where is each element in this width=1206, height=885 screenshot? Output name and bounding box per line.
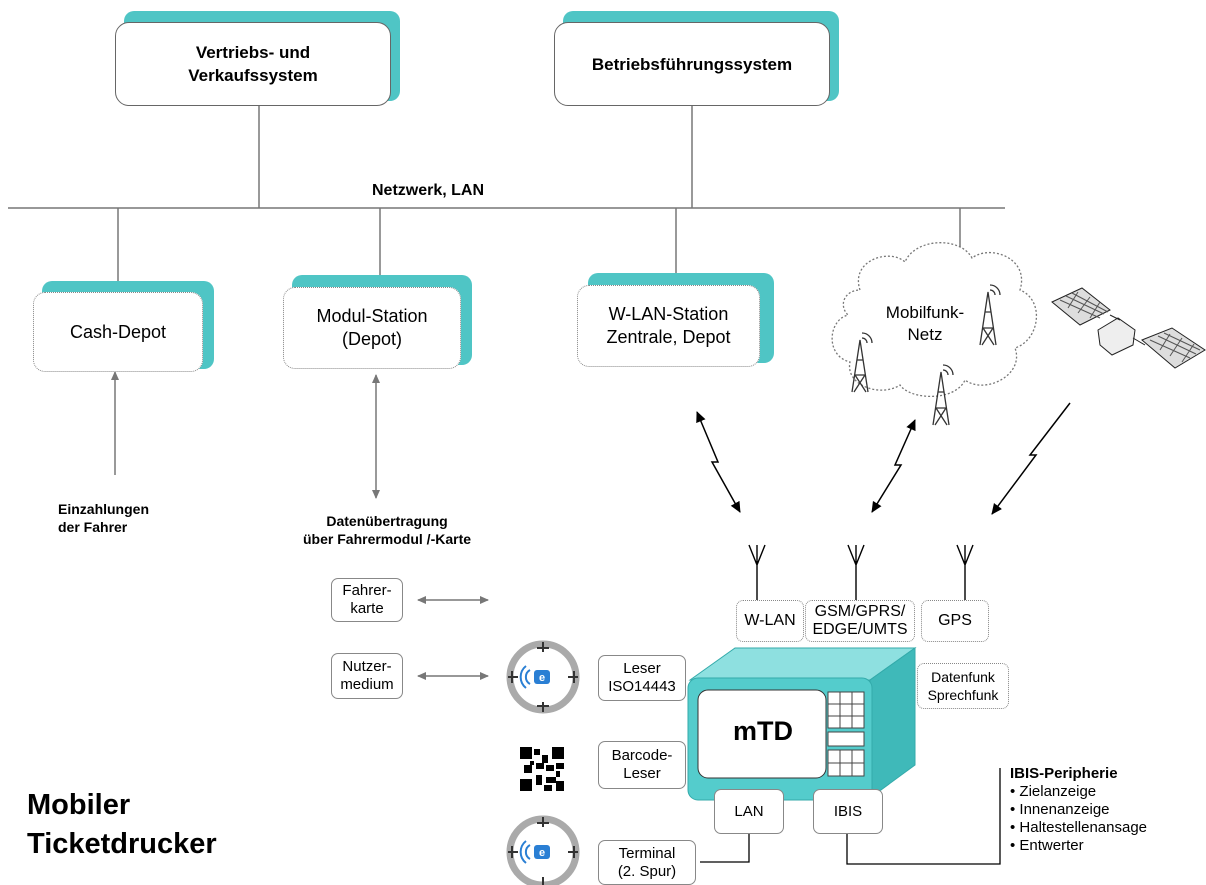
page-title: Mobiler Ticketdrucker <box>27 789 217 860</box>
antenna-icon-gsm <box>847 544 865 600</box>
mobile-network-label: Mobilfunk- Netz <box>885 303 965 344</box>
module-station-box: Modul-Station (Depot) <box>283 287 461 369</box>
gps-interface-box: GPS <box>921 600 989 642</box>
gsm-interface-box: GSM/GPRS/ EDGE/UMTS <box>805 600 915 642</box>
gsm-radio-link <box>871 419 916 513</box>
sales-system-box: Vertriebs- und Verkaufssystem <box>115 22 391 106</box>
keypad-icon <box>827 691 865 777</box>
ibis-peripheral-item: • Zielanzeige <box>1010 783 1097 800</box>
ibis-peripheral-item: • Haltestellenansage <box>1010 819 1148 836</box>
satellite-icon <box>1051 287 1206 369</box>
barcode-icon <box>520 747 564 791</box>
svg-text:e: e <box>539 672 545 684</box>
tower-icon-right <box>979 284 1001 346</box>
ibis-peripheral-item: • Entwerter <box>1010 837 1084 854</box>
wlan-station-box: W-LAN-Station Zentrale, Depot <box>577 285 760 367</box>
gps-radio-link <box>991 402 1071 515</box>
tower-icon-left <box>851 332 873 393</box>
lan-terminal-connector <box>700 834 750 863</box>
mtd-device <box>687 647 917 801</box>
ibis-peripheral-connector <box>846 768 1001 865</box>
data-transfer-note: Datenübertragung über Fahrermodul /-Kart… <box>303 513 472 547</box>
user-medium-box: Nutzer- medium <box>331 653 403 699</box>
rfid-reader-icon-1: e <box>506 640 580 714</box>
ibis-peripheral-item: • Innenanzeige <box>1010 801 1110 818</box>
wlan-interface-box: W-LAN <box>736 600 804 642</box>
wlan-radio-link <box>696 411 741 513</box>
barcode-reader-box: Barcode- Leser <box>598 741 686 789</box>
cloud-shape <box>831 242 1037 398</box>
antenna-icon-wlan <box>748 544 766 600</box>
driver-card-box: Fahrer- karte <box>331 578 403 622</box>
ibis-peripherals-heading: IBIS-Peripherie <box>1010 765 1118 782</box>
radio-interface-box: Datenfunk Sprechfunk <box>917 663 1009 709</box>
lan-interface-box: LAN <box>714 789 784 834</box>
svg-text:e: e <box>539 847 545 859</box>
reader-box: Leser ISO14443 <box>598 655 686 701</box>
cash-depot-box: Cash-Depot <box>33 292 203 372</box>
rfid-reader-icon-2: e <box>506 815 580 885</box>
ibis-peripherals-list: IBIS-Peripherie • Zielanzeige • Innenanz… <box>1010 765 1147 855</box>
terminal-box: Terminal (2. Spur) <box>598 840 696 885</box>
tower-icon-center <box>932 364 954 426</box>
ibis-interface-box: IBIS <box>813 789 883 834</box>
operations-system-box: Betriebsführungssystem <box>554 22 830 106</box>
antenna-icon-gps <box>956 544 974 600</box>
payments-note: Einzahlungen der Fahrer <box>58 501 149 535</box>
mtd-device-label: mTD <box>733 716 793 746</box>
network-label: Netzwerk, LAN <box>372 182 485 199</box>
